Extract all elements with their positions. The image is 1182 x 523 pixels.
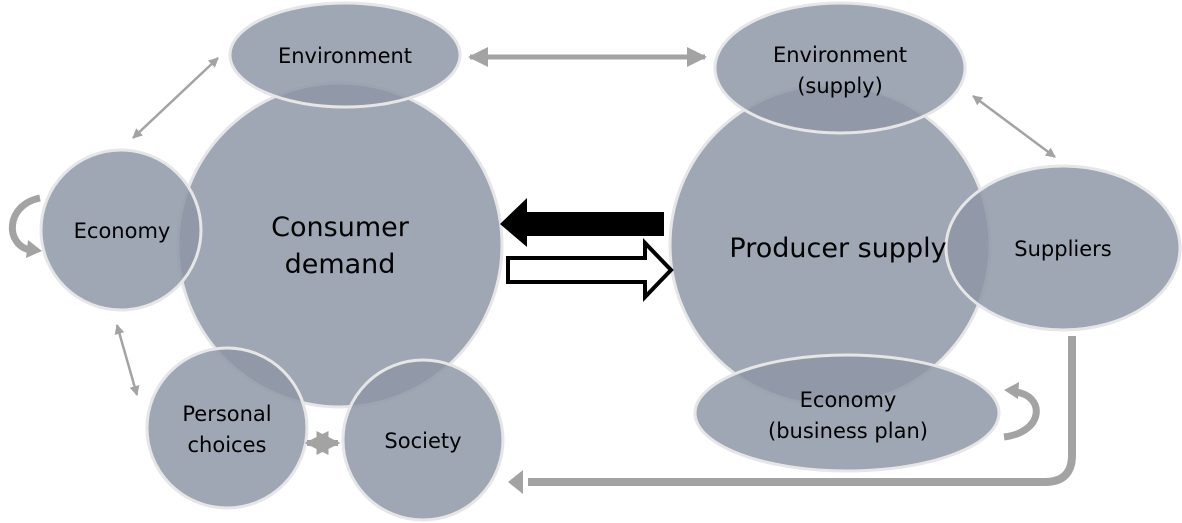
- consumer-demand-label-line1: Consumer: [271, 212, 410, 243]
- supply-to-demand-arrow: [500, 198, 664, 247]
- suppliers-society-arrow: [528, 336, 1076, 486]
- economy-loop-arrow: [8, 194, 41, 254]
- economy-bp-loop-arrowhead: [1004, 382, 1019, 399]
- economy-node[interactable]: [39, 148, 203, 312]
- environment-supply-label-line1: Environment: [773, 43, 907, 67]
- economy-label: Economy: [74, 219, 171, 243]
- producer-supply-label: Producer supply: [729, 233, 946, 264]
- economy-business-plan-label-line2: (business plan): [768, 419, 928, 443]
- personal-choices-label-line2: choices: [188, 433, 267, 457]
- economy-env-arrow: [132, 57, 219, 139]
- personal-choices-node[interactable]: [145, 346, 309, 510]
- suppliers-label: Suppliers: [1014, 237, 1111, 261]
- demand-to-supply-arrow: [506, 238, 674, 302]
- suppliers-society-arrowhead: [508, 470, 523, 494]
- economy-bp-loop-arrow: [1003, 388, 1040, 441]
- suppliers-node[interactable]: [944, 164, 1182, 332]
- environment-label: Environment: [278, 44, 412, 68]
- environment-supply-node[interactable]: [713, 1, 967, 135]
- society-node[interactable]: [341, 358, 505, 522]
- consumer-demand-label-line2: demand: [285, 249, 396, 280]
- economy-business-plan-label-line1: Economy: [800, 388, 897, 412]
- economy-business-plan-node[interactable]: [693, 353, 1001, 473]
- env-supply-suppliers-arrow: [972, 94, 1056, 159]
- environment-supply-label-line2: (supply): [797, 74, 883, 98]
- society-label: Society: [384, 429, 461, 453]
- environment-node[interactable]: [228, 1, 462, 109]
- economy-loop-arrowhead: [26, 240, 42, 258]
- economy-personal-arrow: [114, 324, 140, 396]
- personal-choices-label-line1: Personal: [182, 402, 271, 426]
